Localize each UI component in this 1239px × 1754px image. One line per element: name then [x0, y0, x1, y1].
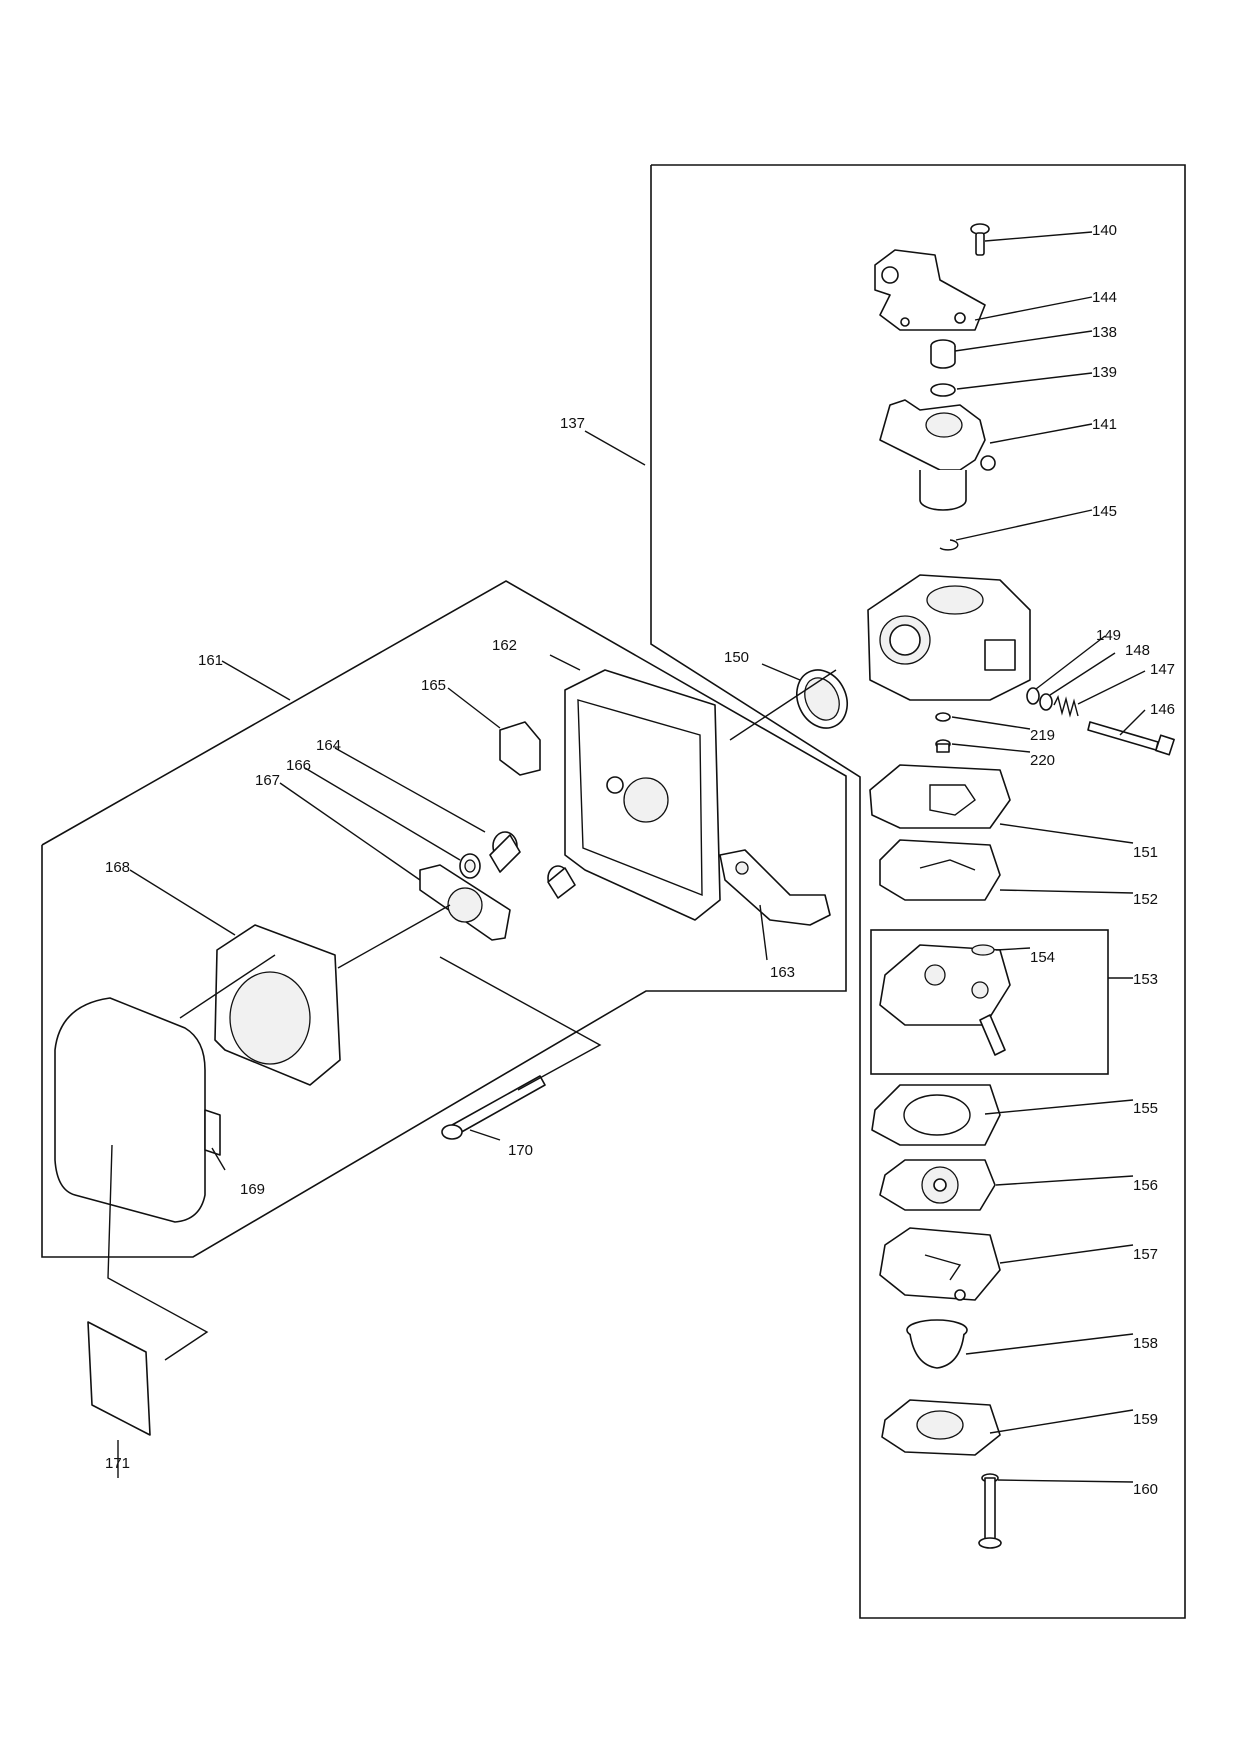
- part-147-spring: [1053, 694, 1079, 718]
- callout-141: 141: [1092, 416, 1117, 433]
- callout-158: 158: [1133, 1335, 1158, 1352]
- callout-148: 148: [1125, 642, 1150, 659]
- part-140-screw: [970, 223, 990, 256]
- carburetor-body: [867, 574, 1031, 701]
- callout-169: 169: [240, 1181, 265, 1198]
- callout-147: 147: [1150, 661, 1175, 678]
- callout-146: 146: [1150, 701, 1175, 718]
- callout-155: 155: [1133, 1100, 1158, 1117]
- callout-labels: 140 144 138 139 141 145 149 148 147 146 …: [105, 222, 1175, 1498]
- part-166-washer: [459, 853, 481, 879]
- part-164-collar: [489, 831, 521, 873]
- callout-152: 152: [1133, 891, 1158, 908]
- callout-167: 167: [255, 772, 280, 789]
- part-155-gasket: [871, 1084, 1001, 1146]
- callout-144: 144: [1092, 289, 1117, 306]
- callout-170: 170: [508, 1142, 533, 1159]
- part-151-gasket: [869, 764, 1011, 829]
- part-168-air-filter-element: [214, 924, 341, 1086]
- callout-145: 145: [1092, 503, 1117, 520]
- part-169-air-cleaner-cover: [54, 997, 221, 1223]
- part-145-clip: [939, 539, 959, 551]
- part-162-air-cleaner-case: [564, 669, 721, 921]
- part-171-label: [87, 1321, 151, 1436]
- callout-162: 162: [492, 637, 517, 654]
- callout-160: 160: [1133, 1481, 1158, 1498]
- part-154-screen: [971, 944, 995, 956]
- callout-171: 171: [105, 1455, 130, 1472]
- callout-168: 168: [105, 859, 130, 876]
- callout-220: 220: [1030, 752, 1055, 769]
- part-152-diaphragm: [879, 839, 1001, 901]
- callout-165: 165: [421, 677, 446, 694]
- callout-149: 149: [1096, 627, 1121, 644]
- callout-151: 151: [1133, 844, 1158, 861]
- callout-159: 159: [1133, 1411, 1158, 1428]
- part-148-washer: [1039, 693, 1053, 711]
- part-157-cover: [879, 1227, 1001, 1301]
- carburetor-sub-assembly-box: [870, 929, 1109, 1075]
- part-220-screen: [935, 739, 951, 753]
- callout-166: 166: [286, 757, 311, 774]
- part-167-plate: [419, 864, 511, 941]
- part-159-primer-cover: [881, 1399, 1001, 1456]
- part-144-bracket: [874, 249, 986, 331]
- carburetor-assembly-frame: [650, 164, 1186, 1619]
- part-156-diaphragm: [879, 1159, 996, 1211]
- part-170-bolt: [441, 1075, 546, 1140]
- callout-137: 137: [560, 415, 585, 432]
- part-139-o-ring: [930, 383, 956, 397]
- part-collar-2: [547, 865, 576, 899]
- callout-139: 139: [1092, 364, 1117, 381]
- part-153-pump-body: [879, 944, 1011, 1056]
- leader-lines: [107, 231, 1146, 1483]
- part-150-seal-ring: [796, 669, 848, 729]
- part-219-washer: [935, 712, 951, 722]
- callout-150: 150: [724, 649, 749, 666]
- air-cleaner-assembly-frame: [41, 580, 847, 1258]
- callout-140: 140: [1092, 222, 1117, 239]
- part-163-lever: [719, 849, 831, 926]
- part-146-adjusting-needle: [1087, 721, 1175, 756]
- callout-219: 219: [1030, 727, 1055, 744]
- callout-157: 157: [1133, 1246, 1158, 1263]
- callout-154: 154: [1030, 949, 1055, 966]
- part-160-bolt: [978, 1473, 1002, 1549]
- callout-161: 161: [198, 652, 223, 669]
- part-165-clip: [499, 721, 541, 776]
- part-141-throttle-body: [879, 399, 996, 511]
- callout-163: 163: [770, 964, 795, 981]
- callout-164: 164: [316, 737, 341, 754]
- part-149-washer: [1026, 687, 1040, 705]
- part-138-plug: [930, 339, 956, 369]
- callout-138: 138: [1092, 324, 1117, 341]
- callout-153: 153: [1133, 971, 1158, 988]
- part-158-primer-bulb: [906, 1319, 968, 1369]
- callout-156: 156: [1133, 1177, 1158, 1194]
